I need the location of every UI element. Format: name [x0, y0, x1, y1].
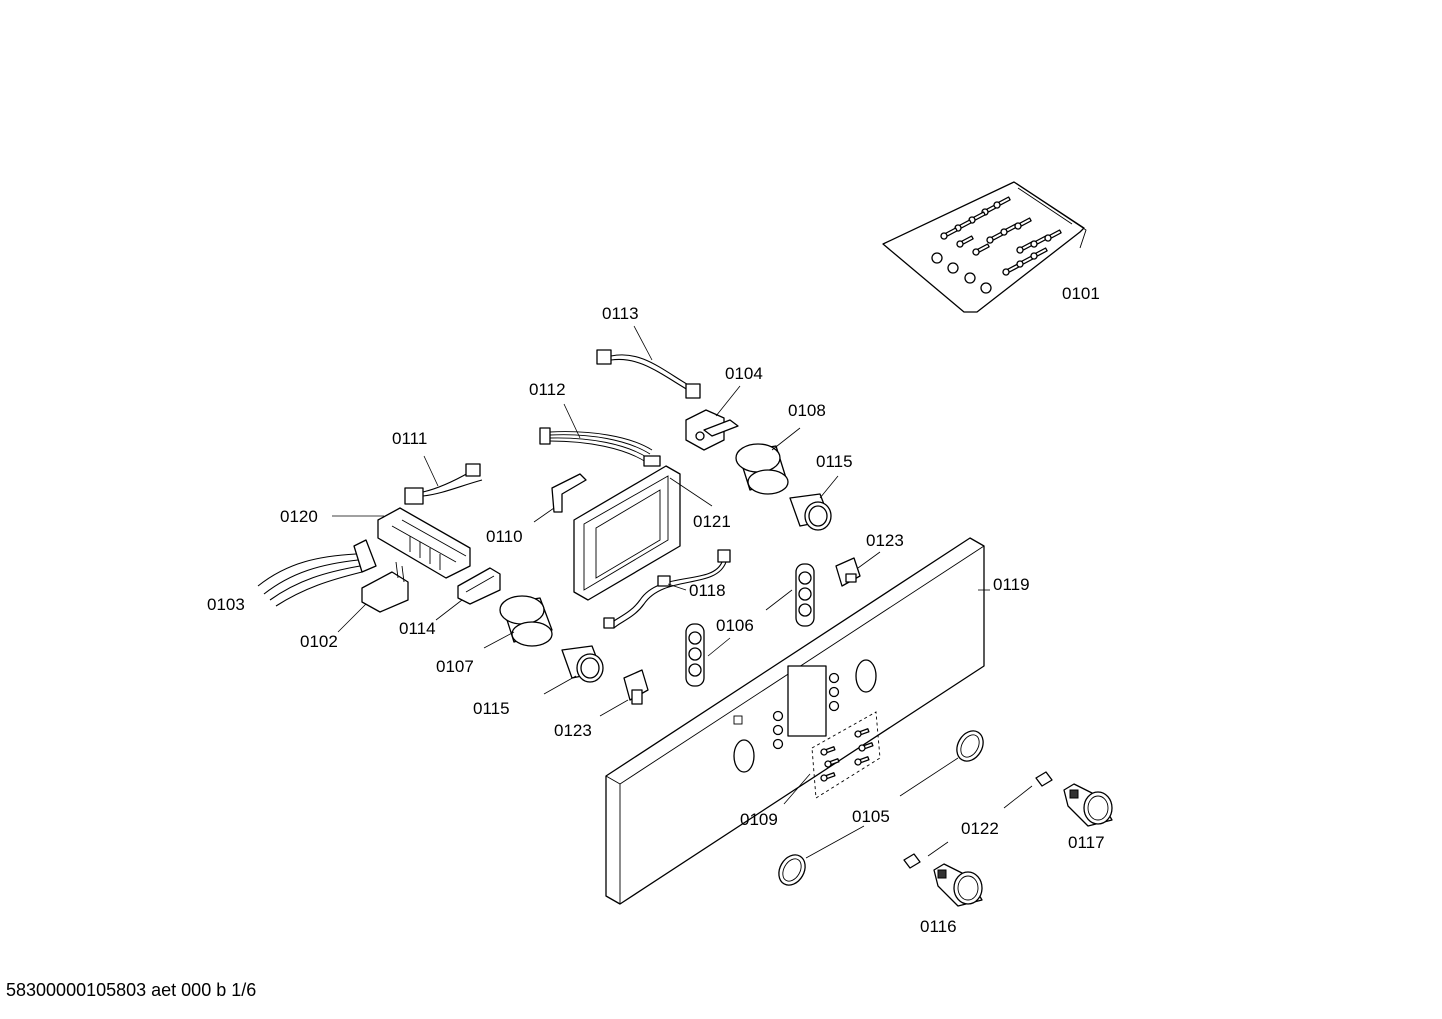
- part-0108-knob-cup: [735, 427, 801, 495]
- part-0113-cable: [596, 325, 701, 399]
- part-0105-ring-pair: [778, 730, 984, 886]
- label-0113: 0113: [602, 304, 639, 323]
- part-0111-cable: [404, 455, 483, 505]
- part-0115-spindle-lower: [543, 645, 604, 695]
- label-0120: 0120: [280, 507, 318, 526]
- part-0119-control-panel: [605, 537, 990, 905]
- label-0121: 0121: [693, 512, 731, 531]
- part-0106-lens-holder-pair: [685, 563, 815, 687]
- label-0122: 0122: [961, 819, 999, 838]
- label-0123-lower: 0123: [554, 721, 592, 740]
- part-0114-connector: [435, 567, 501, 621]
- label-0104: 0104: [725, 364, 763, 383]
- part-0109-screws: [783, 711, 881, 805]
- label-0101: 0101: [1062, 284, 1100, 303]
- label-0117: 0117: [1068, 833, 1105, 852]
- label-0109: 0109: [740, 810, 778, 829]
- part-0112-ribbon-cable: [539, 403, 661, 467]
- part-0117-control-knob: [1063, 783, 1113, 827]
- part-0121-electronic-module: [573, 465, 713, 601]
- label-0112: 0112: [529, 380, 566, 399]
- label-0108: 0108: [788, 401, 826, 420]
- label-0110: 0110: [486, 527, 523, 546]
- label-0106: 0106: [716, 616, 754, 635]
- label-0115-lower: 0115: [473, 699, 510, 718]
- part-0107-knob-cup: [483, 595, 553, 649]
- label-0107: 0107: [436, 657, 474, 676]
- part-0118-cable: [603, 549, 731, 629]
- part-0115-spindle-upper: [789, 475, 839, 531]
- part-0101-screw-bag: [882, 181, 1087, 313]
- part-0123-clip-lower: [599, 669, 649, 717]
- label-0102: 0102: [300, 632, 338, 651]
- part-0120-terminal-block: [332, 507, 471, 579]
- part-0110-bracket: [533, 473, 587, 523]
- label-0118: 0118: [689, 581, 726, 600]
- label-0114: 0114: [399, 619, 436, 638]
- label-0116: 0116: [920, 917, 957, 936]
- part-0103-wire-set: [257, 539, 377, 607]
- label-0111: 0111: [392, 429, 427, 448]
- label-0123-upper: 0123: [866, 531, 904, 550]
- label-0119: 0119: [993, 575, 1030, 594]
- label-0105: 0105: [852, 807, 890, 826]
- part-0122-caps: [903, 771, 1053, 869]
- document-footer-code: 58300000105803 aet 000 b 1/6: [6, 980, 257, 1000]
- part-0104-selector-switch: [685, 385, 741, 451]
- label-0103: 0103: [207, 595, 245, 614]
- part-0116-control-knob: [933, 863, 983, 907]
- label-0115-upper: 0115: [816, 452, 853, 471]
- part-0123-clip-upper: [835, 551, 881, 587]
- part-0102-bracket: [337, 561, 409, 633]
